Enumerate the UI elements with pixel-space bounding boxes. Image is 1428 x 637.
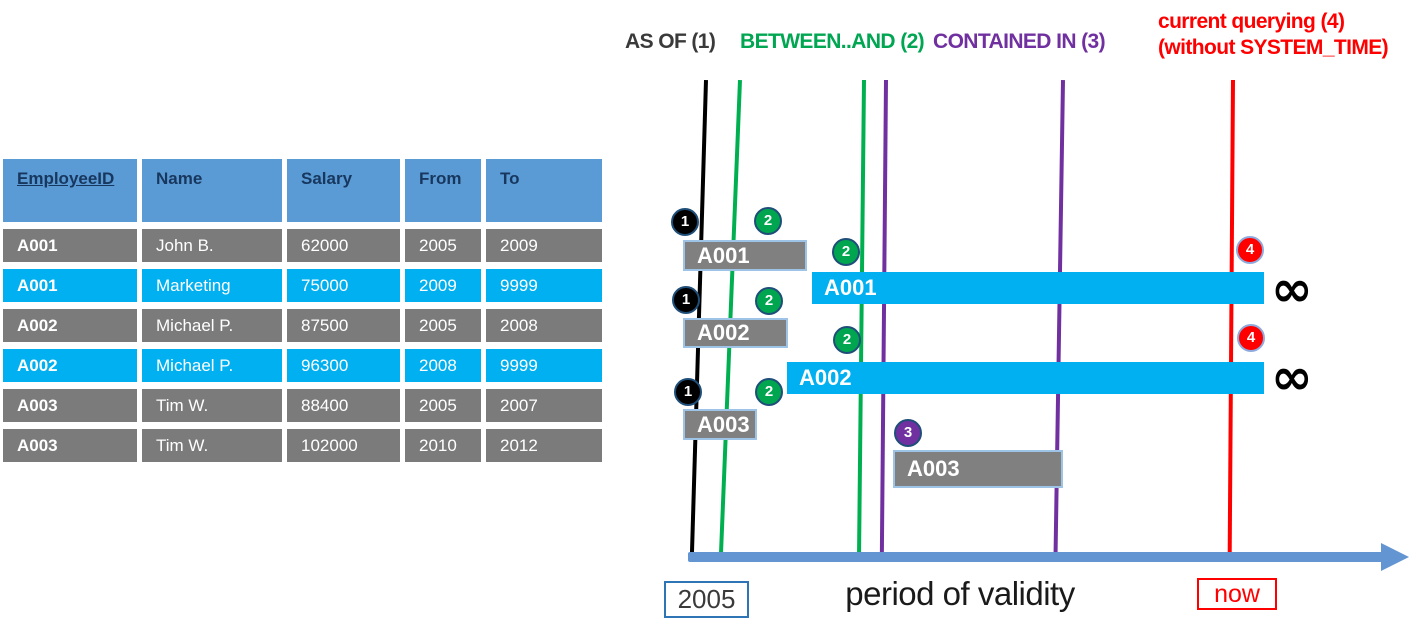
validity-bar-a003-old: A003 bbox=[683, 409, 757, 440]
badge-1-icon: 1 bbox=[674, 378, 702, 406]
now-box: now bbox=[1197, 578, 1277, 610]
legend-current-querying-line2: (without SYSTEM_TIME) bbox=[1158, 36, 1389, 59]
table-cell: 9999 bbox=[486, 349, 602, 382]
legend-current-querying-line1: current querying (4) bbox=[1158, 10, 1345, 33]
table-cell: 88400 bbox=[287, 389, 400, 422]
validity-bar-a002-old: A002 bbox=[683, 318, 788, 348]
legend-as-of: AS OF (1) bbox=[625, 30, 716, 53]
badge-2-icon: 2 bbox=[833, 326, 861, 354]
badge-2-icon: 2 bbox=[754, 207, 782, 235]
table-cell: 2009 bbox=[486, 229, 602, 262]
query-line-contained-start bbox=[879, 80, 888, 558]
validity-bar-a003-second: A003 bbox=[893, 450, 1063, 488]
validity-bar-a002-current: A002 bbox=[787, 362, 1264, 394]
column-header-salary: Salary bbox=[287, 159, 400, 222]
column-header-to: To bbox=[486, 159, 602, 222]
table-cell: 96300 bbox=[287, 349, 400, 382]
table-cell: 62000 bbox=[287, 229, 400, 262]
badge-1-icon: 1 bbox=[672, 286, 700, 314]
table-cell: 2005 bbox=[405, 309, 481, 342]
employee-table: EmployeeID Name Salary From To A001 John… bbox=[3, 159, 602, 462]
column-header-from: From bbox=[405, 159, 481, 222]
time-axis bbox=[688, 552, 1385, 562]
query-line-between-end bbox=[857, 80, 866, 558]
infinity-icon: ∞ bbox=[1271, 348, 1313, 406]
table-cell: A003 bbox=[3, 389, 137, 422]
table-cell: 2008 bbox=[405, 349, 481, 382]
table-cell: John B. bbox=[142, 229, 282, 262]
table-cell: Michael P. bbox=[142, 309, 282, 342]
table-cell: A002 bbox=[3, 309, 137, 342]
year-2005-box: 2005 bbox=[664, 581, 749, 618]
table-cell: A001 bbox=[3, 229, 137, 262]
table-cell: 2005 bbox=[405, 229, 481, 262]
legend-between-and: BETWEEN..AND (2) bbox=[740, 30, 925, 53]
table-cell: A002 bbox=[3, 349, 137, 382]
table-cell: Tim W. bbox=[142, 429, 282, 462]
legend-current-querying: current querying (4) (without SYSTEM_TIM… bbox=[1158, 9, 1389, 61]
legend-contained-in: CONTAINED IN (3) bbox=[933, 30, 1106, 53]
table-cell: A001 bbox=[3, 269, 137, 302]
table-cell: Tim W. bbox=[142, 389, 282, 422]
badge-4-icon: 4 bbox=[1237, 324, 1265, 352]
table-cell: 102000 bbox=[287, 429, 400, 462]
time-axis-arrowhead-icon bbox=[1381, 543, 1409, 571]
table-cell: Michael P. bbox=[142, 349, 282, 382]
table-cell: 87500 bbox=[287, 309, 400, 342]
query-line-now bbox=[1227, 80, 1235, 558]
validity-bar-a001-old: A001 bbox=[683, 240, 807, 271]
table-cell: 75000 bbox=[287, 269, 400, 302]
badge-2-icon: 2 bbox=[755, 378, 783, 406]
table-cell: A003 bbox=[3, 429, 137, 462]
period-of-validity-label: period of validity bbox=[845, 575, 1075, 612]
infinity-icon: ∞ bbox=[1271, 260, 1313, 318]
validity-bar-a001-current: A001 bbox=[812, 272, 1264, 304]
badge-3-icon: 3 bbox=[894, 419, 922, 447]
table-cell: 2012 bbox=[486, 429, 602, 462]
table-cell: 2008 bbox=[486, 309, 602, 342]
table-cell: 2009 bbox=[405, 269, 481, 302]
badge-2-icon: 2 bbox=[832, 238, 860, 266]
table-cell: 9999 bbox=[486, 269, 602, 302]
badge-4-icon: 4 bbox=[1236, 236, 1264, 264]
table-cell: Marketing bbox=[142, 269, 282, 302]
table-cell: 2005 bbox=[405, 389, 481, 422]
badge-1-icon: 1 bbox=[671, 208, 699, 236]
column-header-name: Name bbox=[142, 159, 282, 222]
table-cell: 2007 bbox=[486, 389, 602, 422]
badge-2-icon: 2 bbox=[755, 287, 783, 315]
column-header-employeeid: EmployeeID bbox=[3, 159, 137, 222]
table-cell: 2010 bbox=[405, 429, 481, 462]
